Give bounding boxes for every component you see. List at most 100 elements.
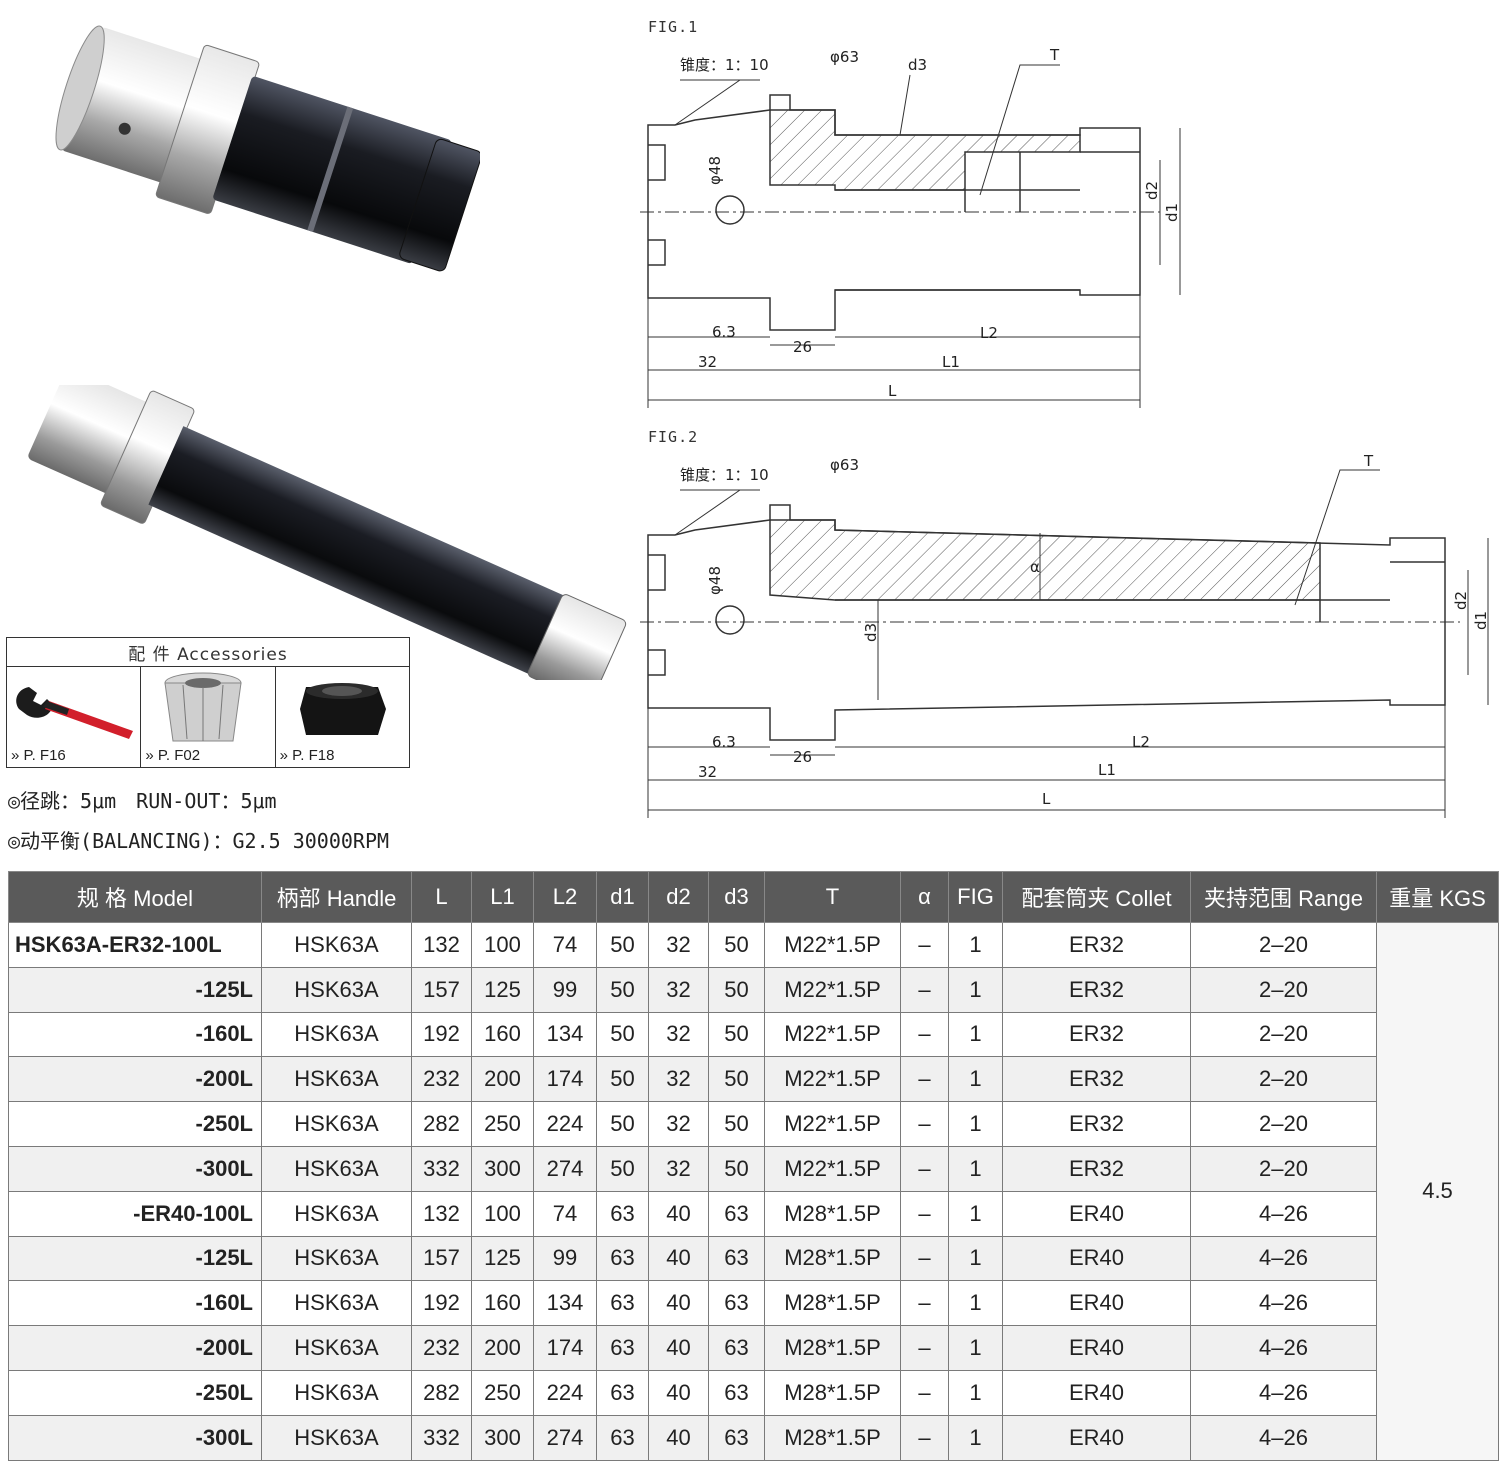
wrench-icon <box>16 687 133 739</box>
table-cell: 63 <box>708 1369 765 1416</box>
table-cell: – <box>900 1190 949 1237</box>
table-cell: 192 <box>411 1280 472 1327</box>
table-cell: 4–26 <box>1190 1190 1377 1237</box>
table-cell: 1 <box>948 1235 1003 1282</box>
fig2-drawing: 锥度：1：10 φ63 T α φ48 d3 d2 d1 6.3 26 32 L… <box>640 452 1490 818</box>
table-cell: 99 <box>533 966 597 1013</box>
column-header: d1 <box>596 871 649 923</box>
table-cell: – <box>900 1235 949 1282</box>
fig1-26-label: 26 <box>793 338 812 356</box>
fig1-phi63-label: φ63 <box>830 48 859 66</box>
table-cell: 50 <box>596 1145 649 1192</box>
table-cell: 2–20 <box>1190 966 1377 1013</box>
fig1-label: FIG.1 <box>648 18 699 36</box>
table-cell: 300 <box>471 1414 534 1461</box>
table-cell: 125 <box>471 1235 534 1282</box>
table-cell: 40 <box>648 1190 709 1237</box>
table-cell: 232 <box>411 1056 472 1103</box>
fig1-l-label: L <box>888 382 897 400</box>
table-cell: 63 <box>708 1235 765 1282</box>
table-cell: 63 <box>708 1280 765 1327</box>
table-cell: HSK63A <box>261 1369 412 1416</box>
table-cell: 1 <box>948 922 1003 968</box>
column-header: d3 <box>708 871 765 923</box>
table-cell: 40 <box>648 1414 709 1461</box>
fig2-l2-label: L2 <box>1132 733 1150 751</box>
accessory-nut[interactable]: » P. F18 <box>276 667 409 767</box>
runout-spec: ◎径跳：5μm RUN-OUT：5μm <box>8 789 277 813</box>
table-cell: HSK63A <box>261 1190 412 1237</box>
accessory-wrench[interactable]: » P. F16 <box>7 667 142 767</box>
table-cell: – <box>900 1325 949 1371</box>
table-cell: 32 <box>648 1011 709 1058</box>
table-cell: 32 <box>648 1056 709 1103</box>
table-cell: M28*1.5P <box>764 1280 901 1327</box>
model-cell: -125L <box>8 966 262 1013</box>
table-cell: HSK63A <box>261 1280 412 1327</box>
model-cell: -250L <box>8 1369 262 1416</box>
accessory-collet[interactable]: » P. F02 <box>141 667 276 767</box>
table-cell: M22*1.5P <box>764 1101 901 1147</box>
table-cell: 174 <box>533 1325 597 1371</box>
column-header: L2 <box>533 871 597 923</box>
table-cell: 40 <box>648 1325 709 1371</box>
fig2-32-label: 32 <box>698 763 717 781</box>
product-photo-short-holder <box>55 25 480 272</box>
product-photo-long-holder <box>28 385 627 680</box>
table-cell: – <box>900 1369 949 1416</box>
fig2-d2-label: d2 <box>1452 591 1470 610</box>
table-cell: 40 <box>648 1369 709 1416</box>
table-cell: 63 <box>596 1190 649 1237</box>
model-cell: -125L <box>8 1235 262 1282</box>
model-cell: -160L <box>8 1011 262 1058</box>
table-cell: – <box>900 1011 949 1058</box>
table-cell: ER32 <box>1002 1056 1191 1103</box>
table-cell: – <box>900 966 949 1013</box>
fig1-32-label: 32 <box>698 353 717 371</box>
table-cell: 232 <box>411 1325 472 1371</box>
table-cell: ER40 <box>1002 1280 1191 1327</box>
table-cell: 63 <box>596 1280 649 1327</box>
accessory-ref: » P. F16 <box>11 747 66 764</box>
table-cell: ER40 <box>1002 1414 1191 1461</box>
table-cell: M28*1.5P <box>764 1414 901 1461</box>
model-cell: -300L <box>8 1145 262 1192</box>
table-cell: HSK63A <box>261 1235 412 1282</box>
table-cell: 40 <box>648 1235 709 1282</box>
table-cell: 50 <box>596 1056 649 1103</box>
table-cell: HSK63A <box>261 1325 412 1371</box>
table-cell: 63 <box>596 1369 649 1416</box>
table-cell: 1 <box>948 1325 1003 1371</box>
table-cell: M22*1.5P <box>764 1056 901 1103</box>
column-header: α <box>900 871 949 923</box>
collet-icon <box>164 672 242 742</box>
table-cell: 1 <box>948 1101 1003 1147</box>
model-cell: -250L <box>8 1101 262 1147</box>
table-cell: 2–20 <box>1190 1101 1377 1147</box>
table-cell: M22*1.5P <box>764 966 901 1013</box>
table-cell: 50 <box>596 922 649 968</box>
table-cell: 50 <box>708 922 765 968</box>
table-cell: 332 <box>411 1145 472 1192</box>
table-cell: 1 <box>948 1414 1003 1461</box>
table-cell: 63 <box>596 1325 649 1371</box>
table-cell: 174 <box>533 1056 597 1103</box>
fig1-l2-label: L2 <box>980 324 998 342</box>
table-cell: ER40 <box>1002 1369 1191 1416</box>
table-cell: 4–26 <box>1190 1325 1377 1371</box>
table-cell: 50 <box>596 1011 649 1058</box>
table-cell: 274 <box>533 1145 597 1192</box>
fig2-alpha-label: α <box>1030 558 1040 576</box>
table-cell: 4–26 <box>1190 1235 1377 1282</box>
column-header: 柄部 Handle <box>261 871 412 923</box>
table-cell: 157 <box>411 1235 472 1282</box>
table-cell: ER32 <box>1002 1101 1191 1147</box>
table-cell: 224 <box>533 1101 597 1147</box>
fig1-l1-label: L1 <box>942 353 960 371</box>
table-cell: 2–20 <box>1190 1145 1377 1192</box>
table-cell: HSK63A <box>261 966 412 1013</box>
